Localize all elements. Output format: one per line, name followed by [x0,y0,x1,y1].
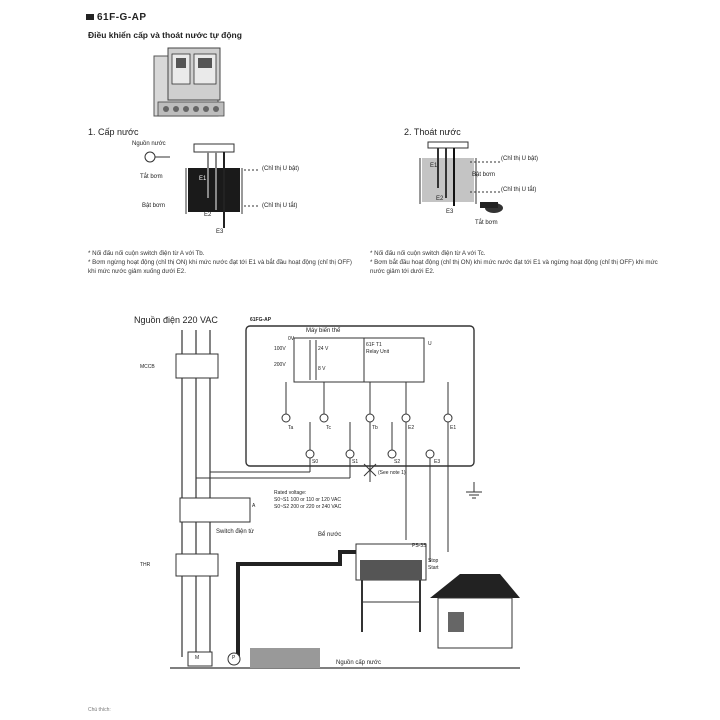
thr-label: THR [140,562,151,568]
motor-label: M [195,655,200,661]
water-source-label: Nguồn cấp nước [336,660,381,666]
terminal-e1: E1 [450,425,457,431]
v24-label: 24 V [318,346,329,352]
supply-note-1: * Nối đấu nối cuộn switch điện từ A với … [88,250,205,257]
mccb-label: MCCB [140,364,155,370]
switch-label: Switch điện từ [216,529,255,535]
ps-label: PS-3S [412,543,427,549]
supply-e1-label: E1 [199,176,207,182]
see-note-label: (See note 1) [378,470,406,476]
power-source-label: Nguồn điện 220 VAC [134,315,218,325]
v0-label: 0V [288,336,295,342]
stop-label: Stop [428,558,439,564]
relay-unit-label-2: Relay Unit [366,349,390,355]
supply-u-on-label: (Chỉ thị U tắt) [262,203,298,209]
drain-e3-label: E3 [446,209,454,215]
drain-note-1: * Nối đấu nối cuộn switch điện từ A với … [370,250,486,257]
u-label: U [428,341,432,347]
rated-voltage-2: S0~S2 200 or 220 or 240 VAC [274,504,342,510]
bullet-square-icon [86,14,94,20]
rated-voltage-1: S0~S1 100 or 110 or 120 VAC [274,497,341,503]
supply-level-diagram [144,143,260,228]
v100-label: 100V [274,346,286,352]
pump-label: P [232,655,236,661]
supply-note-2: * Bơm ngừng hoạt động (chỉ thị ON) khi m… [88,259,352,275]
v200-label: 200V [274,362,286,368]
terminal-e2: E2 [408,425,415,431]
drain-u-on-label: (Chỉ thị U bật) [501,156,539,162]
start-label: Start [428,565,439,571]
drain-section-title: 2. Thoát nước [404,127,461,137]
terminal-e3: E3 [434,459,441,465]
relay-model-label: 61FG-AP [250,317,272,323]
supply-pump-on-label: Bật bơm [142,203,165,209]
supply-pump-off-label: Tắt bơm [140,174,163,180]
page-subtitle: Điều khiển cấp và thoát nước tự động [88,30,242,40]
terminal-tb: Tb [372,425,378,431]
supply-u-off-label: (Chỉ thị U bật) [262,166,300,172]
drain-level-diagram [419,141,503,213]
model-title: 61F-G-AP [97,12,147,23]
drain-pump-on-label: Bật bơm [472,172,495,178]
contactor-a-label: A [252,503,256,509]
supply-e3-label: E3 [216,229,224,235]
drain-note-2: * Bơm bắt đầu hoạt động (chỉ thị ON) khi… [370,259,658,275]
v8-label: 8 V [318,366,326,372]
terminal-s1: S1 [352,459,359,465]
rated-voltage-title: Rated voltage: [274,490,307,496]
transformer-label: Máy biến thế [306,328,341,334]
drain-e2-label: E2 [436,196,444,202]
wiring-diagram [170,325,520,669]
supply-section-title: 1. Cấp nước [88,127,139,137]
terminal-ta: Ta [288,425,294,431]
terminal-tc: Tc [326,425,331,431]
supply-e2-label: E2 [204,212,212,218]
relay-unit-label-1: 61F T1 [366,342,382,348]
drain-u-off-label: (Chỉ thị U tắt) [501,187,537,193]
drain-e1-label: E1 [430,163,438,169]
terminal-s2: S2 [394,459,401,465]
footer-note: Chú thích: [88,707,111,713]
terminal-s0: S0 [312,459,319,465]
drain-pump-off-label: Tắt bơm [475,220,498,226]
supply-power-label: Nguồn nước [132,141,166,147]
relay-device-image [153,47,225,117]
tank-label: Bể nước [318,532,342,538]
